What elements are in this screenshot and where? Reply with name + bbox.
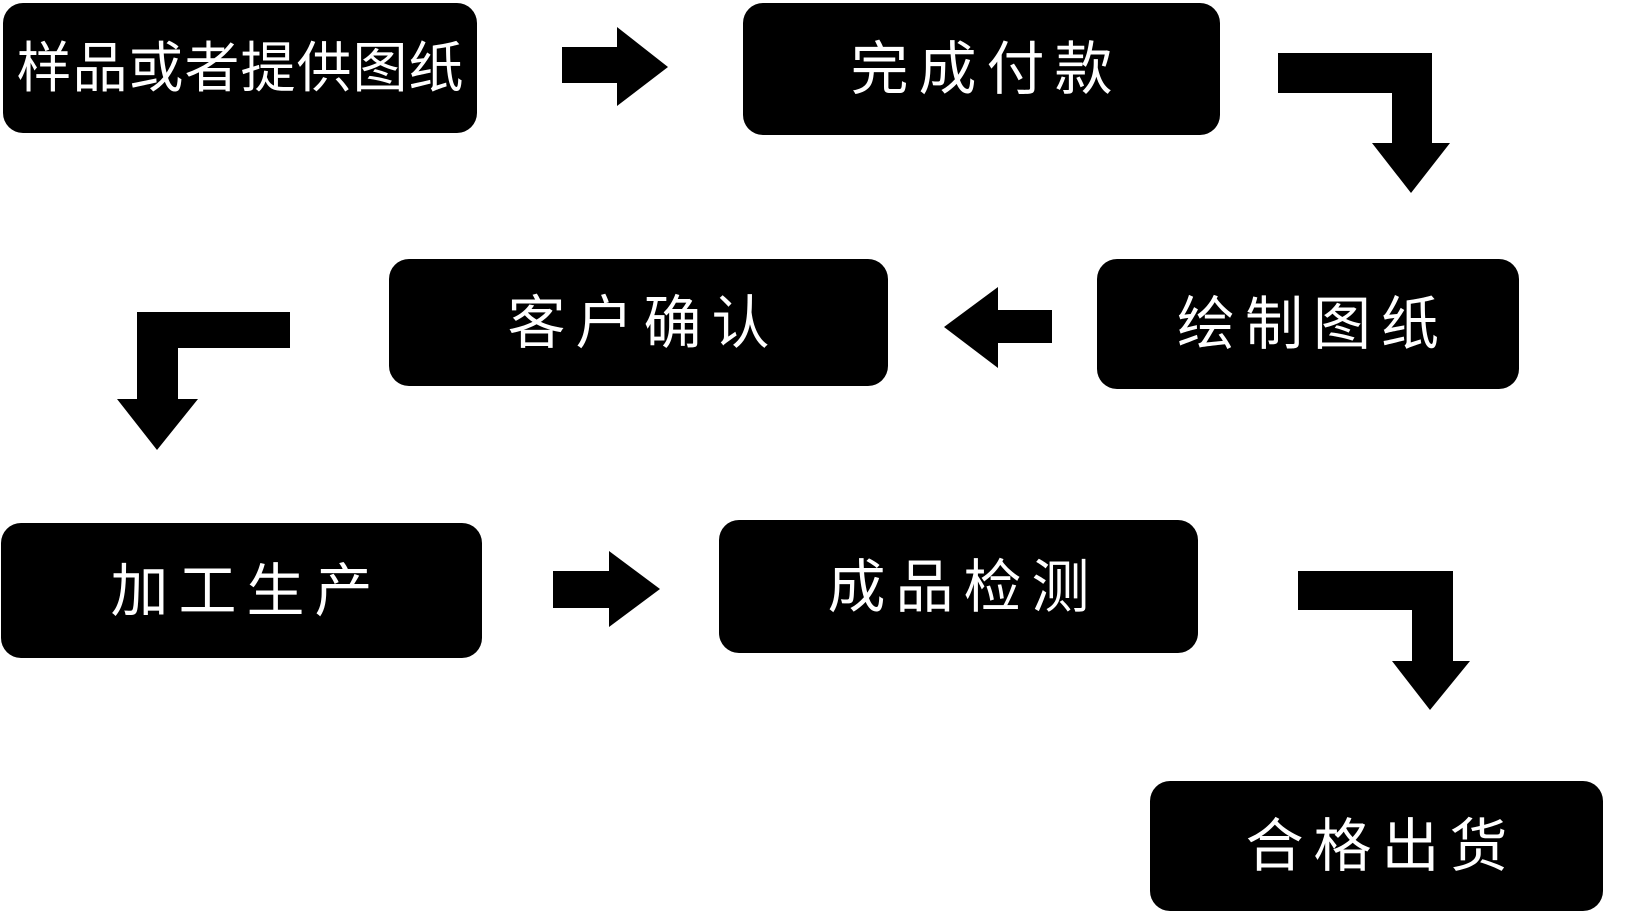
flow-node-processing-production: 加工生产: [1, 523, 482, 658]
flow-node-label: 客户确认: [507, 288, 780, 357]
flow-node-sample-or-provide-drawing: 样品或者提供图纸: [3, 3, 477, 133]
arrow-right-icon: [553, 551, 660, 627]
flow-node-label: 绘制图纸: [1176, 290, 1449, 358]
arrow-elbow-down-icon: [1278, 53, 1450, 193]
flow-node-label: 完成付款: [850, 35, 1123, 103]
flow-node-label: 加工生产: [110, 556, 383, 625]
flow-node-label: 成品检测: [827, 552, 1100, 621]
flow-node-complete-payment: 完成付款: [743, 3, 1220, 135]
flow-node-finished-product-inspection: 成品检测: [719, 520, 1198, 653]
flow-node-qualified-shipment: 合格出货: [1150, 781, 1603, 911]
arrow-elbow-down-icon: [1298, 571, 1470, 710]
arrow-left-icon: [944, 287, 1052, 368]
flow-node-label: 样品或者提供图纸: [16, 35, 465, 100]
arrow-right-icon: [562, 27, 668, 106]
flow-node-draw-drawings: 绘制图纸: [1097, 259, 1519, 389]
flow-node-label: 合格出货: [1245, 812, 1518, 880]
arrow-elbow-down-icon: [117, 312, 290, 450]
flow-node-customer-confirmation: 客户确认: [389, 259, 888, 386]
